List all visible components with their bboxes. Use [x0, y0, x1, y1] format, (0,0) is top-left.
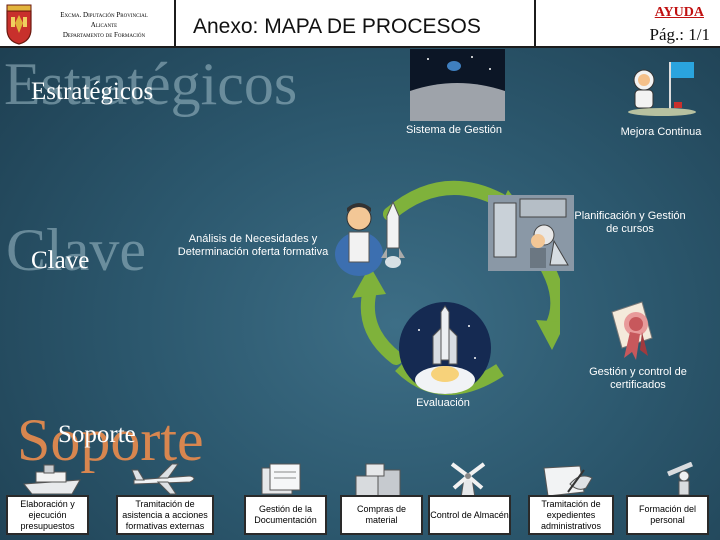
- support-process-box[interactable]: Formación del personal: [626, 495, 709, 535]
- laboratory-icon[interactable]: [488, 195, 574, 271]
- header-bar: Excma. Diputación Provincial Alicante De…: [0, 0, 720, 48]
- org-line-1: Excma. Diputación Provincial: [60, 11, 148, 19]
- airplane-icon: [131, 463, 195, 495]
- section-soporte-shadow: Soporte: [17, 407, 204, 473]
- strategic-process-label[interactable]: Mejora Continua: [620, 126, 702, 138]
- hand-pen-icon: [543, 465, 593, 497]
- boxes-icon: [355, 463, 401, 497]
- section-soporte-label: Soporte: [58, 421, 136, 448]
- section-clave-label: Clave: [31, 247, 90, 274]
- key-process-label[interactable]: Planificación y Gestión de cursos: [574, 210, 686, 235]
- support-process-box[interactable]: Compras de material: [340, 495, 423, 535]
- org-line-2: Alicante: [90, 21, 118, 29]
- support-process-box[interactable]: Tramitación de asistencia a acciones for…: [116, 495, 214, 535]
- organization-name: Excma. Diputación Provincial Alicante De…: [36, 10, 172, 40]
- key-process-label[interactable]: Gestión y control de certificados: [589, 366, 687, 391]
- header-divider: [174, 0, 176, 48]
- page-title: Anexo: MAPA DE PROCESOS: [193, 15, 481, 38]
- certificate-ribbon-icon[interactable]: [606, 298, 658, 364]
- header-divider: [534, 0, 536, 48]
- shuttle-launch-icon[interactable]: [397, 300, 493, 396]
- org-line-3: Departamento de Formación: [62, 31, 146, 39]
- section-estrategicos-label: Estratégicos: [31, 78, 154, 105]
- scientist-rocket-icon[interactable]: [333, 196, 413, 278]
- documents-icon: [261, 463, 301, 495]
- support-process-box[interactable]: Gestión de la Documentación: [244, 495, 327, 535]
- globe-horizon-icon[interactable]: [410, 49, 505, 121]
- support-process-box[interactable]: Elaboración y ejecución presupuestos: [6, 495, 89, 535]
- coat-of-arms-icon: [6, 4, 32, 45]
- astronaut-flag-icon[interactable]: [626, 58, 698, 118]
- strategic-process-label[interactable]: Sistema de Gestión: [406, 124, 502, 136]
- support-process-box[interactable]: Control de Almacén: [428, 495, 511, 535]
- section-clave-shadow: Clave: [6, 217, 146, 283]
- section-estrategicos-shadow: Estratégicos: [4, 51, 298, 117]
- key-process-label[interactable]: Evaluación: [416, 397, 470, 409]
- ship-icon: [23, 464, 81, 495]
- page-number: Pág.: 1/1: [649, 25, 710, 44]
- windmill-icon: [450, 462, 486, 498]
- key-process-label[interactable]: Análisis de Necesidades y Determinación …: [177, 233, 329, 258]
- help-link[interactable]: AYUDA: [654, 5, 704, 20]
- support-process-box[interactable]: Tramitación de expedientes administrativ…: [528, 495, 614, 535]
